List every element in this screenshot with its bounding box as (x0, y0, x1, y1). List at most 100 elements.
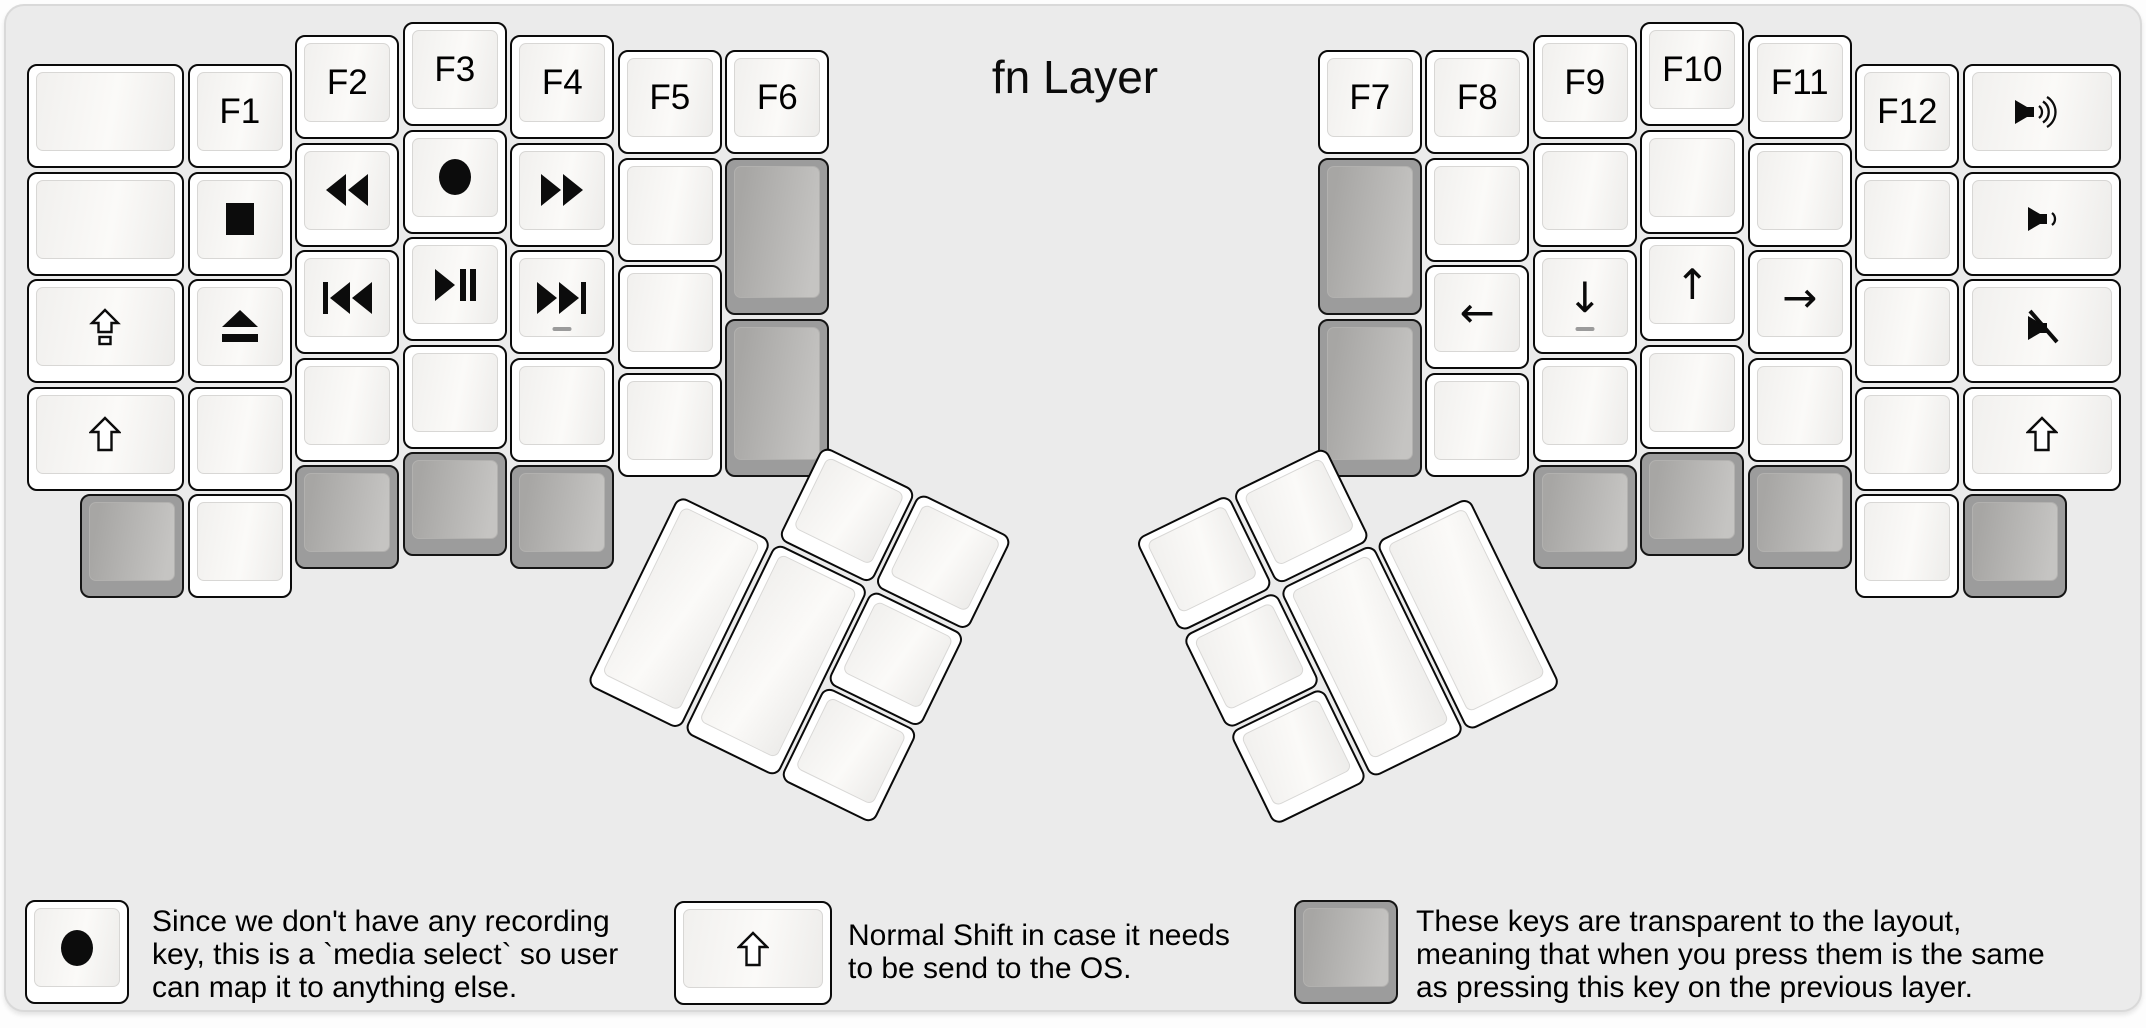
key-f8[interactable]: F8 (1425, 50, 1530, 154)
key-transparent[interactable] (725, 157, 830, 316)
keycap-top (1649, 352, 1736, 432)
homing-dash (1575, 327, 1595, 331)
keycap-top (35, 72, 176, 151)
key-rewind[interactable] (295, 142, 400, 247)
key-transparent[interactable] (1532, 465, 1637, 569)
key-f2[interactable]: F2 (295, 35, 400, 139)
key-f4[interactable]: F4 (510, 35, 615, 139)
key-example-record (25, 900, 129, 1004)
keycap-top (1434, 380, 1521, 460)
left-arrow-icon: ← (1459, 287, 1495, 337)
key-label: F12 (1877, 91, 1938, 131)
key-play-pause[interactable] (402, 237, 507, 341)
key-blank[interactable] (1855, 279, 1960, 383)
key-transparent[interactable] (80, 494, 185, 598)
keycap-top: F4 (519, 43, 606, 122)
key-volume-down[interactable] (1962, 171, 2121, 276)
key-prev-track[interactable] (295, 250, 400, 354)
keycap-top: F11 (1756, 43, 1843, 122)
keycap-top: F9 (1541, 43, 1628, 122)
key-label: F8 (1456, 77, 1498, 117)
key-f9[interactable]: F9 (1532, 35, 1637, 139)
keycap-top (734, 165, 821, 299)
key-blank[interactable] (617, 372, 722, 477)
key-f5[interactable]: F5 (617, 50, 722, 154)
key-blank[interactable] (1532, 357, 1637, 462)
key-shift[interactable] (26, 386, 185, 491)
key-blank[interactable] (1855, 171, 1960, 276)
key-blank[interactable] (1425, 372, 1530, 477)
key-f3[interactable]: F3 (402, 22, 507, 126)
key-blank[interactable] (1640, 344, 1745, 449)
key-blank[interactable] (187, 386, 292, 491)
key-next-track[interactable] (510, 250, 615, 354)
key-transparent[interactable] (1640, 452, 1745, 556)
key-blank[interactable] (617, 157, 722, 262)
keycap-top: → (1756, 258, 1843, 337)
key-blank[interactable] (26, 64, 185, 168)
key-f1[interactable]: F1 (187, 64, 292, 168)
key-f12[interactable]: F12 (1855, 64, 1960, 168)
key-shift[interactable] (1962, 386, 2121, 491)
key-blank[interactable] (1747, 357, 1852, 462)
key-blank[interactable] (1425, 157, 1530, 262)
key-transparent[interactable] (1317, 157, 1422, 316)
keycap-top (1649, 460, 1736, 539)
legend-text-line: key, this is a `media select` so user (152, 938, 619, 971)
key-f10[interactable]: F10 (1640, 22, 1745, 126)
keycap-top (1303, 908, 1389, 987)
key-blank[interactable] (26, 171, 185, 276)
key-volume-up[interactable] (1962, 64, 2121, 168)
next-track-icon (536, 281, 588, 315)
key-blank[interactable] (187, 494, 292, 598)
key-transparent[interactable] (402, 452, 507, 556)
key-transparent[interactable] (725, 318, 830, 477)
keycap-top (35, 287, 176, 366)
layer-title: fn Layer (991, 51, 1159, 103)
key-eject[interactable] (187, 279, 292, 383)
down-arrow-icon: ↓ (1567, 272, 1603, 322)
key-f6[interactable]: F6 (725, 50, 830, 154)
key-label: F9 (1564, 62, 1606, 102)
key-arrow-right[interactable]: → (1747, 250, 1852, 354)
key-mute[interactable] (1962, 279, 2121, 383)
key-blank[interactable] (295, 357, 400, 462)
key-blank[interactable] (1532, 142, 1637, 247)
key-blank[interactable] (1855, 494, 1960, 598)
prev-track-icon (321, 281, 373, 315)
key-fast-forward[interactable] (510, 142, 615, 247)
key-arrow-left[interactable]: ← (1425, 265, 1530, 369)
key-transparent[interactable] (295, 465, 400, 569)
key-media-select[interactable] (402, 129, 507, 234)
keycap-top (1864, 179, 1951, 259)
key-transparent[interactable] (1317, 318, 1422, 477)
key-arrow-down[interactable]: ↓ (1532, 250, 1637, 354)
key-caps-lock[interactable] (26, 279, 185, 383)
keycap-top (519, 365, 606, 445)
key-blank[interactable] (402, 344, 507, 449)
keycap-top: F8 (1434, 58, 1521, 137)
key-label: F5 (649, 77, 691, 117)
key-f7[interactable]: F7 (1317, 50, 1422, 154)
keycap-top (411, 352, 498, 432)
key-blank[interactable] (617, 265, 722, 369)
key-stop[interactable] (187, 171, 292, 276)
key-blank[interactable] (1640, 129, 1745, 234)
volume-up-icon (2013, 92, 2071, 132)
key-blank[interactable] (1855, 386, 1960, 491)
key-example-shift (674, 901, 832, 1005)
key-transparent[interactable] (510, 465, 615, 569)
keycap-top (1541, 150, 1628, 230)
keycap-top: F6 (734, 58, 821, 137)
key-blank[interactable] (1747, 142, 1852, 247)
play-pause-icon (433, 268, 477, 302)
key-transparent[interactable] (1747, 465, 1852, 569)
keycap-top (196, 394, 283, 474)
keycap-top (626, 380, 713, 460)
key-transparent[interactable] (1962, 494, 2067, 598)
key-blank[interactable] (510, 357, 615, 462)
key-f11[interactable]: F11 (1747, 35, 1852, 139)
key-arrow-up[interactable]: ↑ (1640, 237, 1745, 341)
